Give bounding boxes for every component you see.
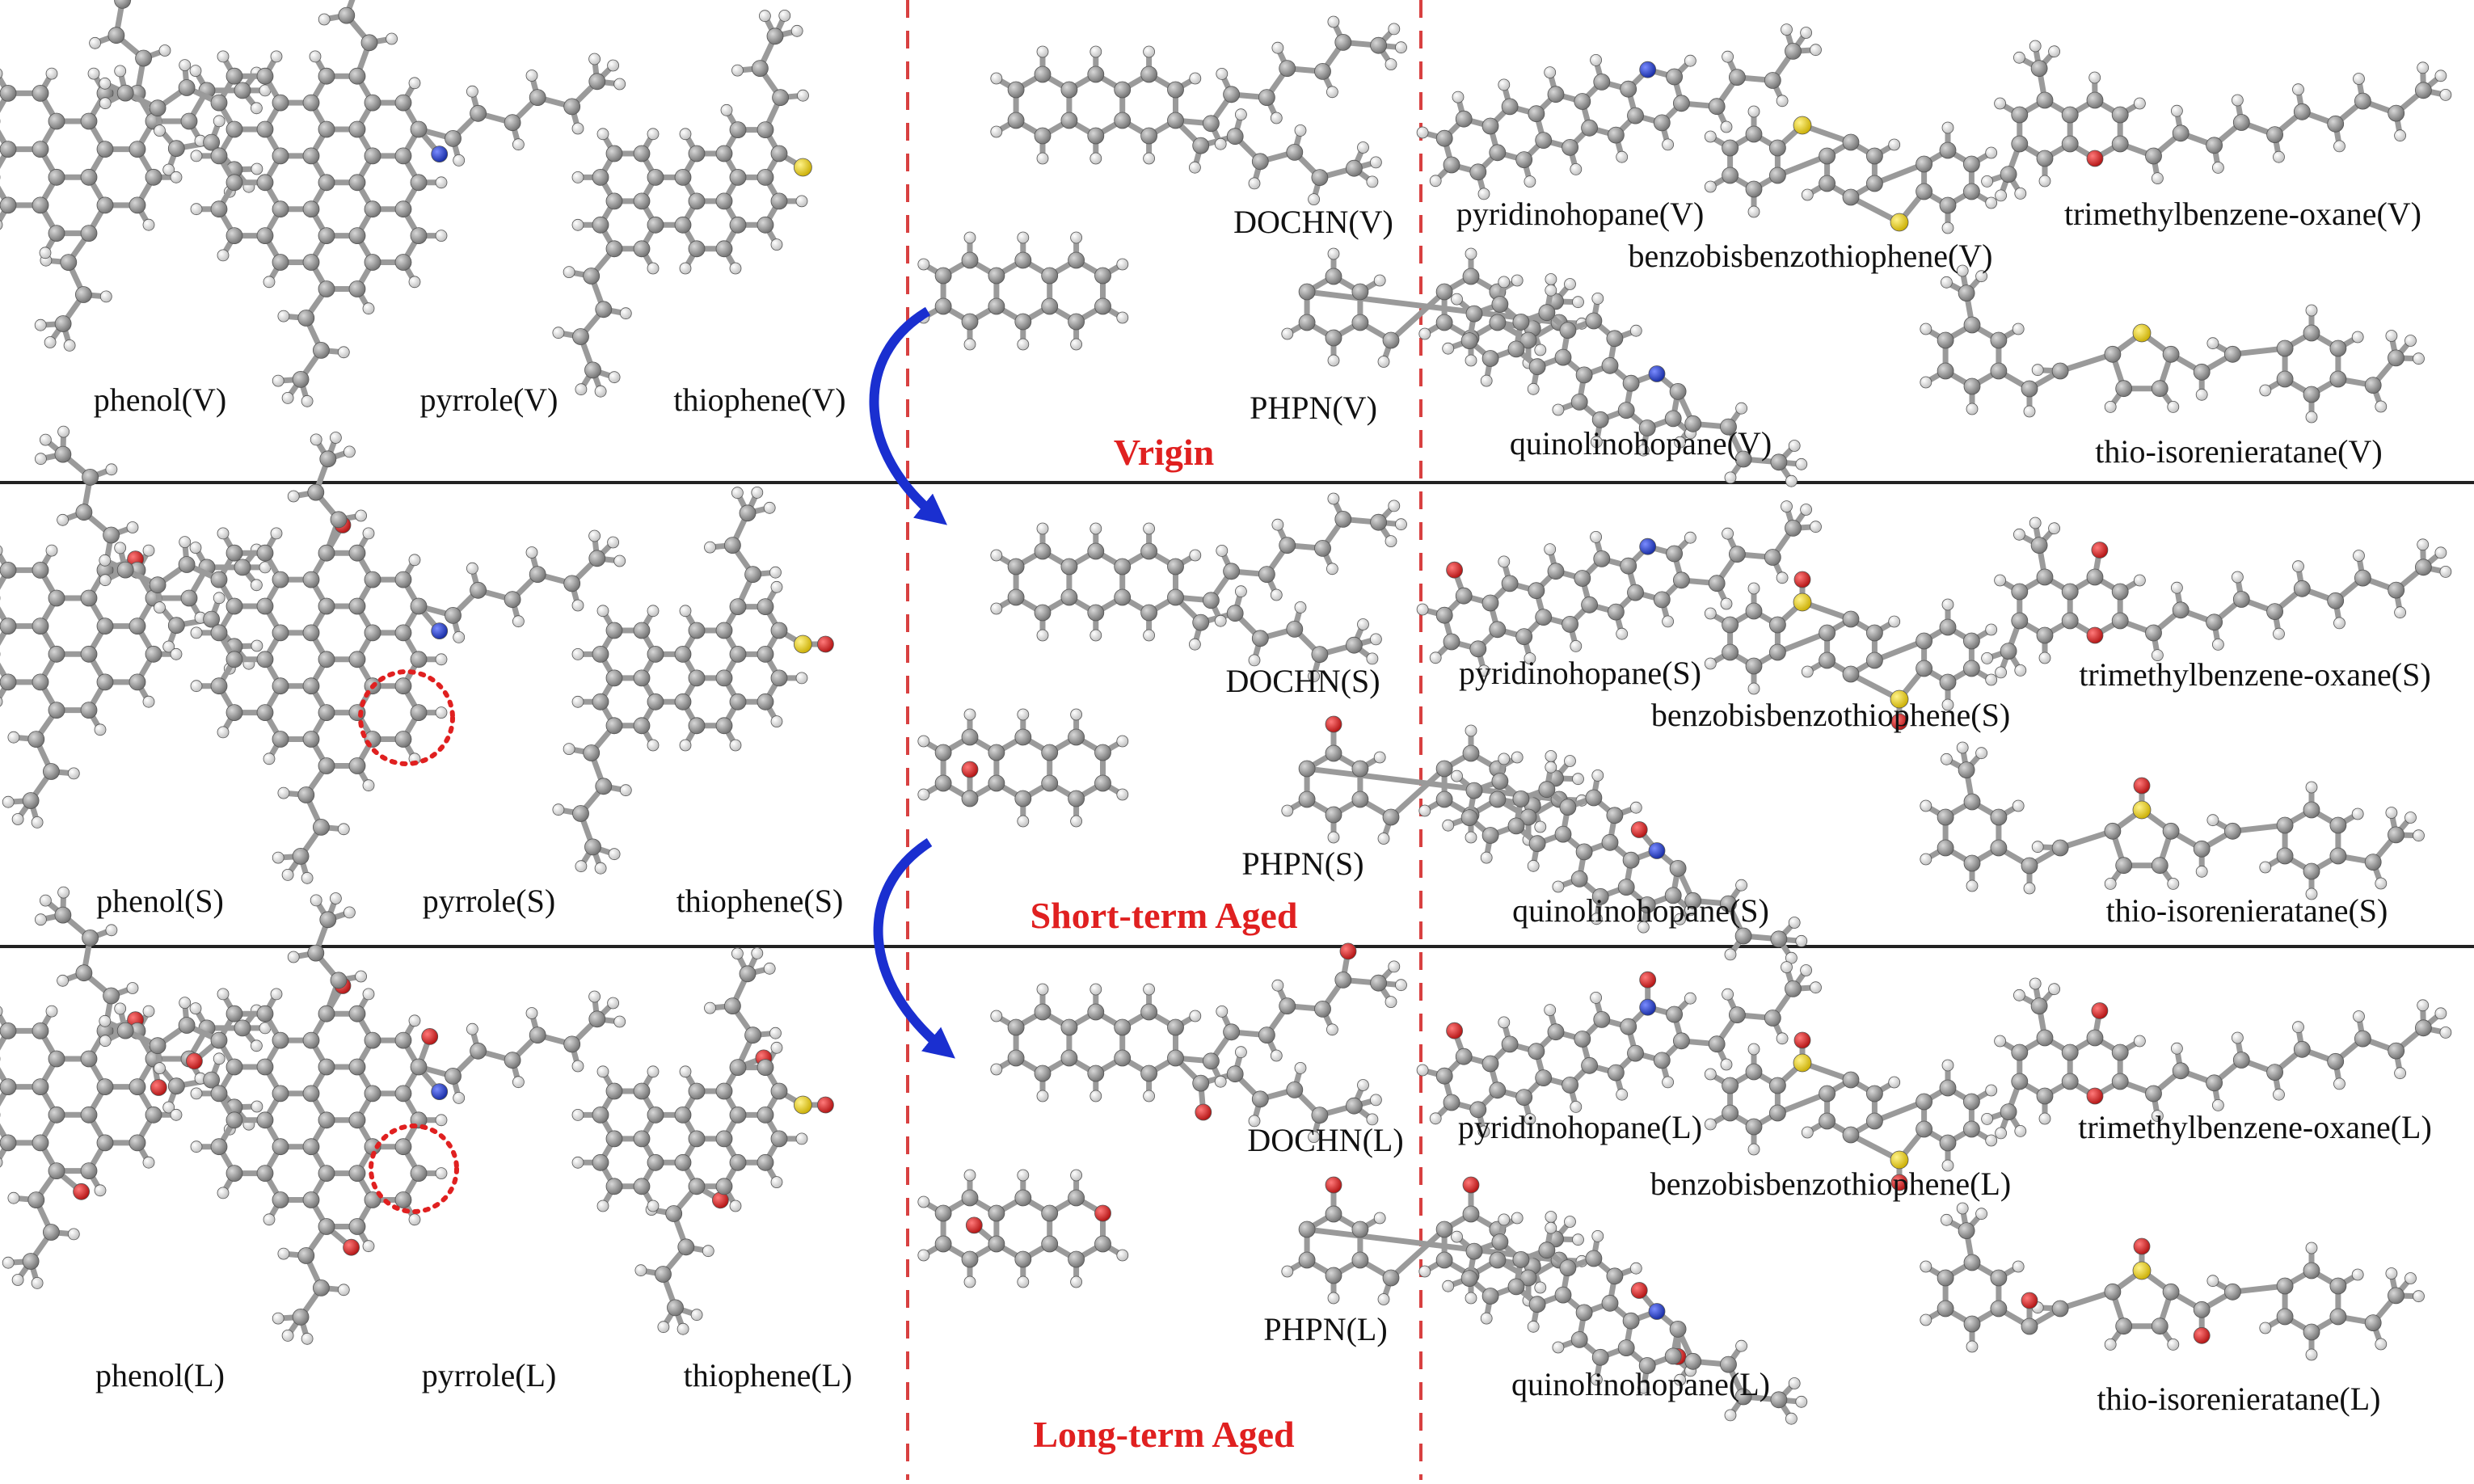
molecule-phpn-v: [918, 232, 1587, 369]
label-phenol-v: phenol(V): [94, 382, 226, 418]
label-thiophene-s: thiophene(S): [676, 883, 844, 919]
label-thiophene-l: thiophene(L): [684, 1357, 853, 1393]
label-pyrrole-l: pyrrole(L): [422, 1357, 557, 1393]
stage-title-virgin: Vrigin: [1114, 432, 1214, 473]
label-trimethylbenzene-oxane-l: trimethylbenzene-oxane(L): [2078, 1109, 2432, 1145]
molecule-phpn-l: [918, 1170, 1587, 1306]
label-thiophene-v: thiophene(V): [673, 382, 845, 418]
label-pyridinohopane-s: pyridinohopane(S): [1459, 655, 1701, 691]
molecule-thio-isorenieratane-l: [1920, 1203, 2425, 1360]
molecule-dochn-v: [991, 16, 1407, 205]
label-dochn-v: DOCHN(V): [1233, 204, 1393, 240]
molecule-benzobisbenzothiophene-v: [1705, 106, 1996, 234]
molecule-thio-isorenieratane-v: [1920, 265, 2425, 423]
molecule-pyridinohopane-s: [1417, 501, 1821, 677]
label-quinolinohopane-v: quinolinohopane(V): [1510, 425, 1772, 462]
molecule-trimethylbenzene-oxane-v: [1982, 40, 2451, 201]
molecule-thiophene-v: [553, 10, 812, 397]
label-phpn-v: PHPN(V): [1250, 390, 1377, 426]
label-pyridinohopane-v: pyridinohopane(V): [1456, 196, 1705, 232]
label-thio-isorenieratane-v: thio-isorenieratane(V): [2095, 433, 2382, 470]
label-pyridinohopane-l: pyridinohopane(L): [1458, 1109, 1702, 1145]
arrow-virgin-to-short: [874, 311, 938, 517]
label-quinolinohopane-s: quinolinohopane(S): [1512, 892, 1769, 929]
label-phenol-s: phenol(S): [96, 883, 224, 919]
label-benzobisbenzothiophene-l: benzobisbenzothiophene(L): [1650, 1166, 2012, 1202]
label-benzobisbenzothiophene-s: benzobisbenzothiophene(S): [1651, 697, 2010, 733]
molecule-thio-isorenieratane-s: [1920, 742, 2425, 900]
molecule-pyridinohopane-v: [1417, 24, 1821, 200]
label-thio-isorenieratane-l: thio-isorenieratane(L): [2097, 1381, 2381, 1417]
label-pyrrole-s: pyrrole(S): [423, 883, 555, 919]
label-trimethylbenzene-oxane-s: trimethylbenzene-oxane(S): [2079, 656, 2430, 693]
molecule-pyrrole-v: [99, 0, 626, 407]
label-dochn-l: DOCHN(L): [1247, 1122, 1403, 1158]
molecule-dochn-l: [991, 943, 1407, 1143]
label-phpn-l: PHPN(L): [1263, 1311, 1387, 1347]
label-trimethylbenzene-oxane-v: trimethylbenzene-oxane(V): [2064, 196, 2421, 232]
molecule-phenol-s: [0, 426, 271, 828]
label-phenol-l: phenol(L): [95, 1357, 225, 1393]
labels-long: phenol(L) pyrrole(L) thiophene(L) DOCHN(…: [95, 1109, 2432, 1417]
stage-title-short-term: Short-term Aged: [1030, 895, 1298, 936]
molecule-dochn-s: [991, 493, 1407, 682]
label-thio-isorenieratane-s: thio-isorenieratane(S): [2106, 892, 2388, 929]
label-dochn-s: DOCHN(S): [1225, 663, 1380, 699]
stage-title-long-term: Long-term Aged: [1033, 1414, 1295, 1455]
molecule-quinolinohopane-s: [1443, 753, 1807, 963]
label-quinolinohopane-l: quinolinohopane(L): [1511, 1366, 1770, 1402]
label-phpn-s: PHPN(S): [1241, 845, 1363, 882]
molecule-trimethylbenzene-oxane-s: [1982, 517, 2451, 678]
label-pyrrole-v: pyrrole(V): [419, 382, 558, 418]
label-benzobisbenzothiophene-v: benzobisbenzothiophene(V): [1629, 238, 1993, 274]
molecule-phpn-s: [918, 709, 1587, 845]
transition-arrows: [874, 311, 946, 1051]
